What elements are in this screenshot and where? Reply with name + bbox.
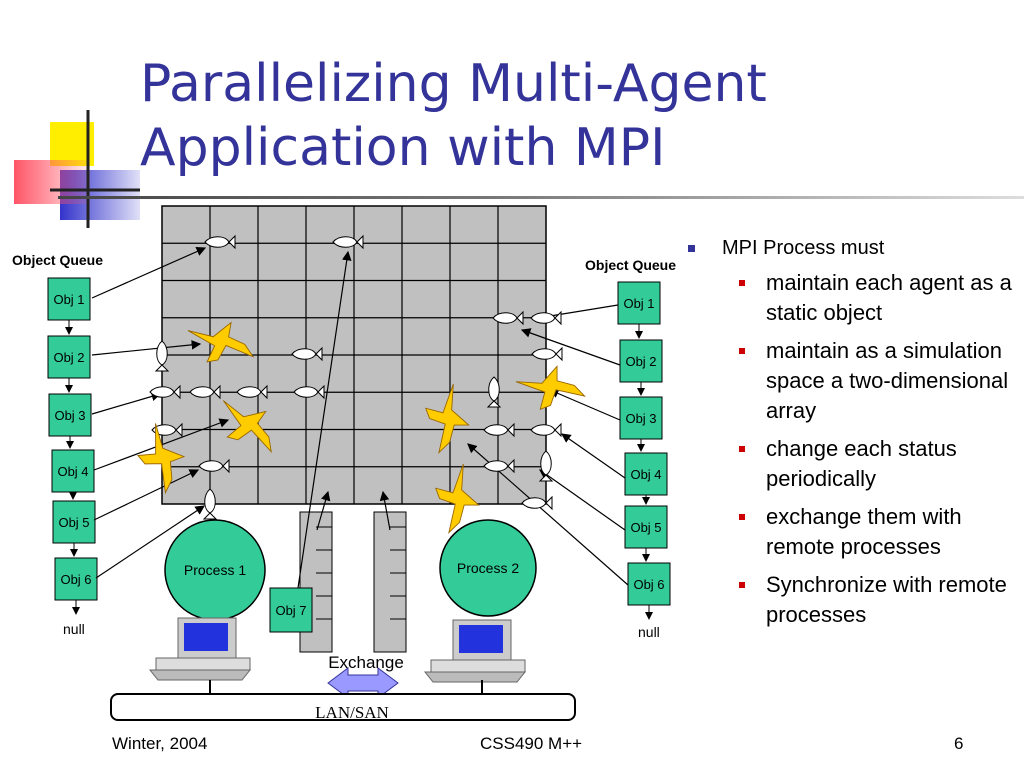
- left-queue-obj-label-1: Obj 1: [53, 292, 84, 307]
- footer-page-number: 6: [954, 734, 964, 753]
- right-queue-obj-box-3: [619, 396, 663, 440]
- process-1-label: Process 1: [184, 562, 246, 578]
- main-bullet-text: MPI Process must: [722, 237, 885, 259]
- footer-course: CSS490 M++: [480, 734, 583, 753]
- left-object-queue: Obj 1 Obj 2 Obj 3 Obj 4 Obj 5 Obj 6: [47, 277, 98, 615]
- sub-bullet-5: Synchronize with remote processes: [734, 570, 1018, 630]
- square-bullet-icon: [739, 280, 745, 286]
- multi-agent-diagram: Process 1 Process 2 Obj 7 Object Queue O…: [12, 205, 676, 722]
- left-queue-obj-box-1: [47, 277, 91, 321]
- left-queue-obj-label-4: Obj 4: [57, 464, 88, 479]
- slide-title: Parallelizing Multi-Agent Application wi…: [140, 52, 1000, 180]
- title-line-2: Application with MPI: [140, 118, 666, 178]
- title-line-1: Parallelizing Multi-Agent: [140, 54, 767, 114]
- left-queue-obj-box-2: [47, 335, 91, 379]
- square-bullet-icon: [739, 582, 745, 588]
- right-queue-obj-label-5: Obj 5: [630, 520, 661, 535]
- obj-7-label: Obj 7: [275, 603, 306, 618]
- exchange-buffer-right: [373, 511, 407, 653]
- right-object-queue: Obj 1 Obj 2 Obj 3 Obj 4 Obj 5 Obj 6: [617, 281, 671, 620]
- left-queue-obj-label-5: Obj 5: [58, 515, 89, 530]
- decorative-logo-icon: [14, 110, 140, 228]
- left-queue-obj-label-6: Obj 6: [60, 572, 91, 587]
- square-bullet-icon: [688, 245, 695, 252]
- left-queue-obj-box-6: [54, 557, 98, 601]
- right-queue-obj-label-4: Obj 4: [630, 467, 661, 482]
- right-queue-obj-box-6: [627, 562, 671, 606]
- left-queue-obj-box-5: [52, 500, 96, 544]
- square-bullet-icon: [739, 446, 745, 452]
- left-queue-obj-box-3: [48, 393, 92, 437]
- lan-san-bus: [110, 693, 576, 721]
- right-queue-obj-box-4: [624, 452, 668, 496]
- left-queue-obj-label-2: Obj 2: [53, 350, 84, 365]
- sub-bullet-3: change each status periodically: [734, 434, 1018, 494]
- right-queue-obj-label-2: Obj 2: [625, 354, 656, 369]
- square-bullet-icon: [739, 514, 745, 520]
- computer-left-icon: [148, 617, 252, 681]
- obj-7-box: [269, 587, 313, 633]
- right-queue-obj-label-6: Obj 6: [633, 577, 664, 592]
- bullet-list: MPI Process must maintain each agent as …: [688, 236, 1018, 630]
- right-queue-obj-box-1: [617, 281, 661, 325]
- left-queue-obj-label-3: Obj 3: [54, 408, 85, 423]
- right-queue-obj-label-1: Obj 1: [623, 296, 654, 311]
- footer-date: Winter, 2004: [112, 734, 208, 753]
- right-queue-obj-box-5: [624, 505, 668, 549]
- lan-san-label: LAN/SAN: [315, 703, 389, 722]
- computer-right-icon: [423, 619, 527, 683]
- left-queue-label: Object Queue: [12, 252, 103, 268]
- sub-bullet-2: maintain as a simulation space a two-dim…: [734, 336, 1018, 426]
- sub-bullet-1: maintain each agent as a static object: [734, 268, 1018, 328]
- right-queue-label: Object Queue: [585, 257, 676, 273]
- right-queue-null: null: [638, 624, 660, 640]
- main-bullet: MPI Process must: [688, 236, 1018, 260]
- right-queue-obj-label-3: Obj 3: [625, 411, 656, 426]
- process-2-label: Process 2: [457, 560, 519, 576]
- process-2-node: [439, 519, 537, 617]
- left-queue-null: null: [63, 621, 85, 637]
- right-queue-obj-box-2: [619, 339, 663, 383]
- title-divider: [58, 196, 1024, 199]
- sub-bullet-4: exchange them with remote processes: [734, 502, 1018, 562]
- square-bullet-icon: [739, 348, 745, 354]
- exchange-label: Exchange: [328, 653, 404, 672]
- left-queue-obj-box-4: [51, 449, 95, 493]
